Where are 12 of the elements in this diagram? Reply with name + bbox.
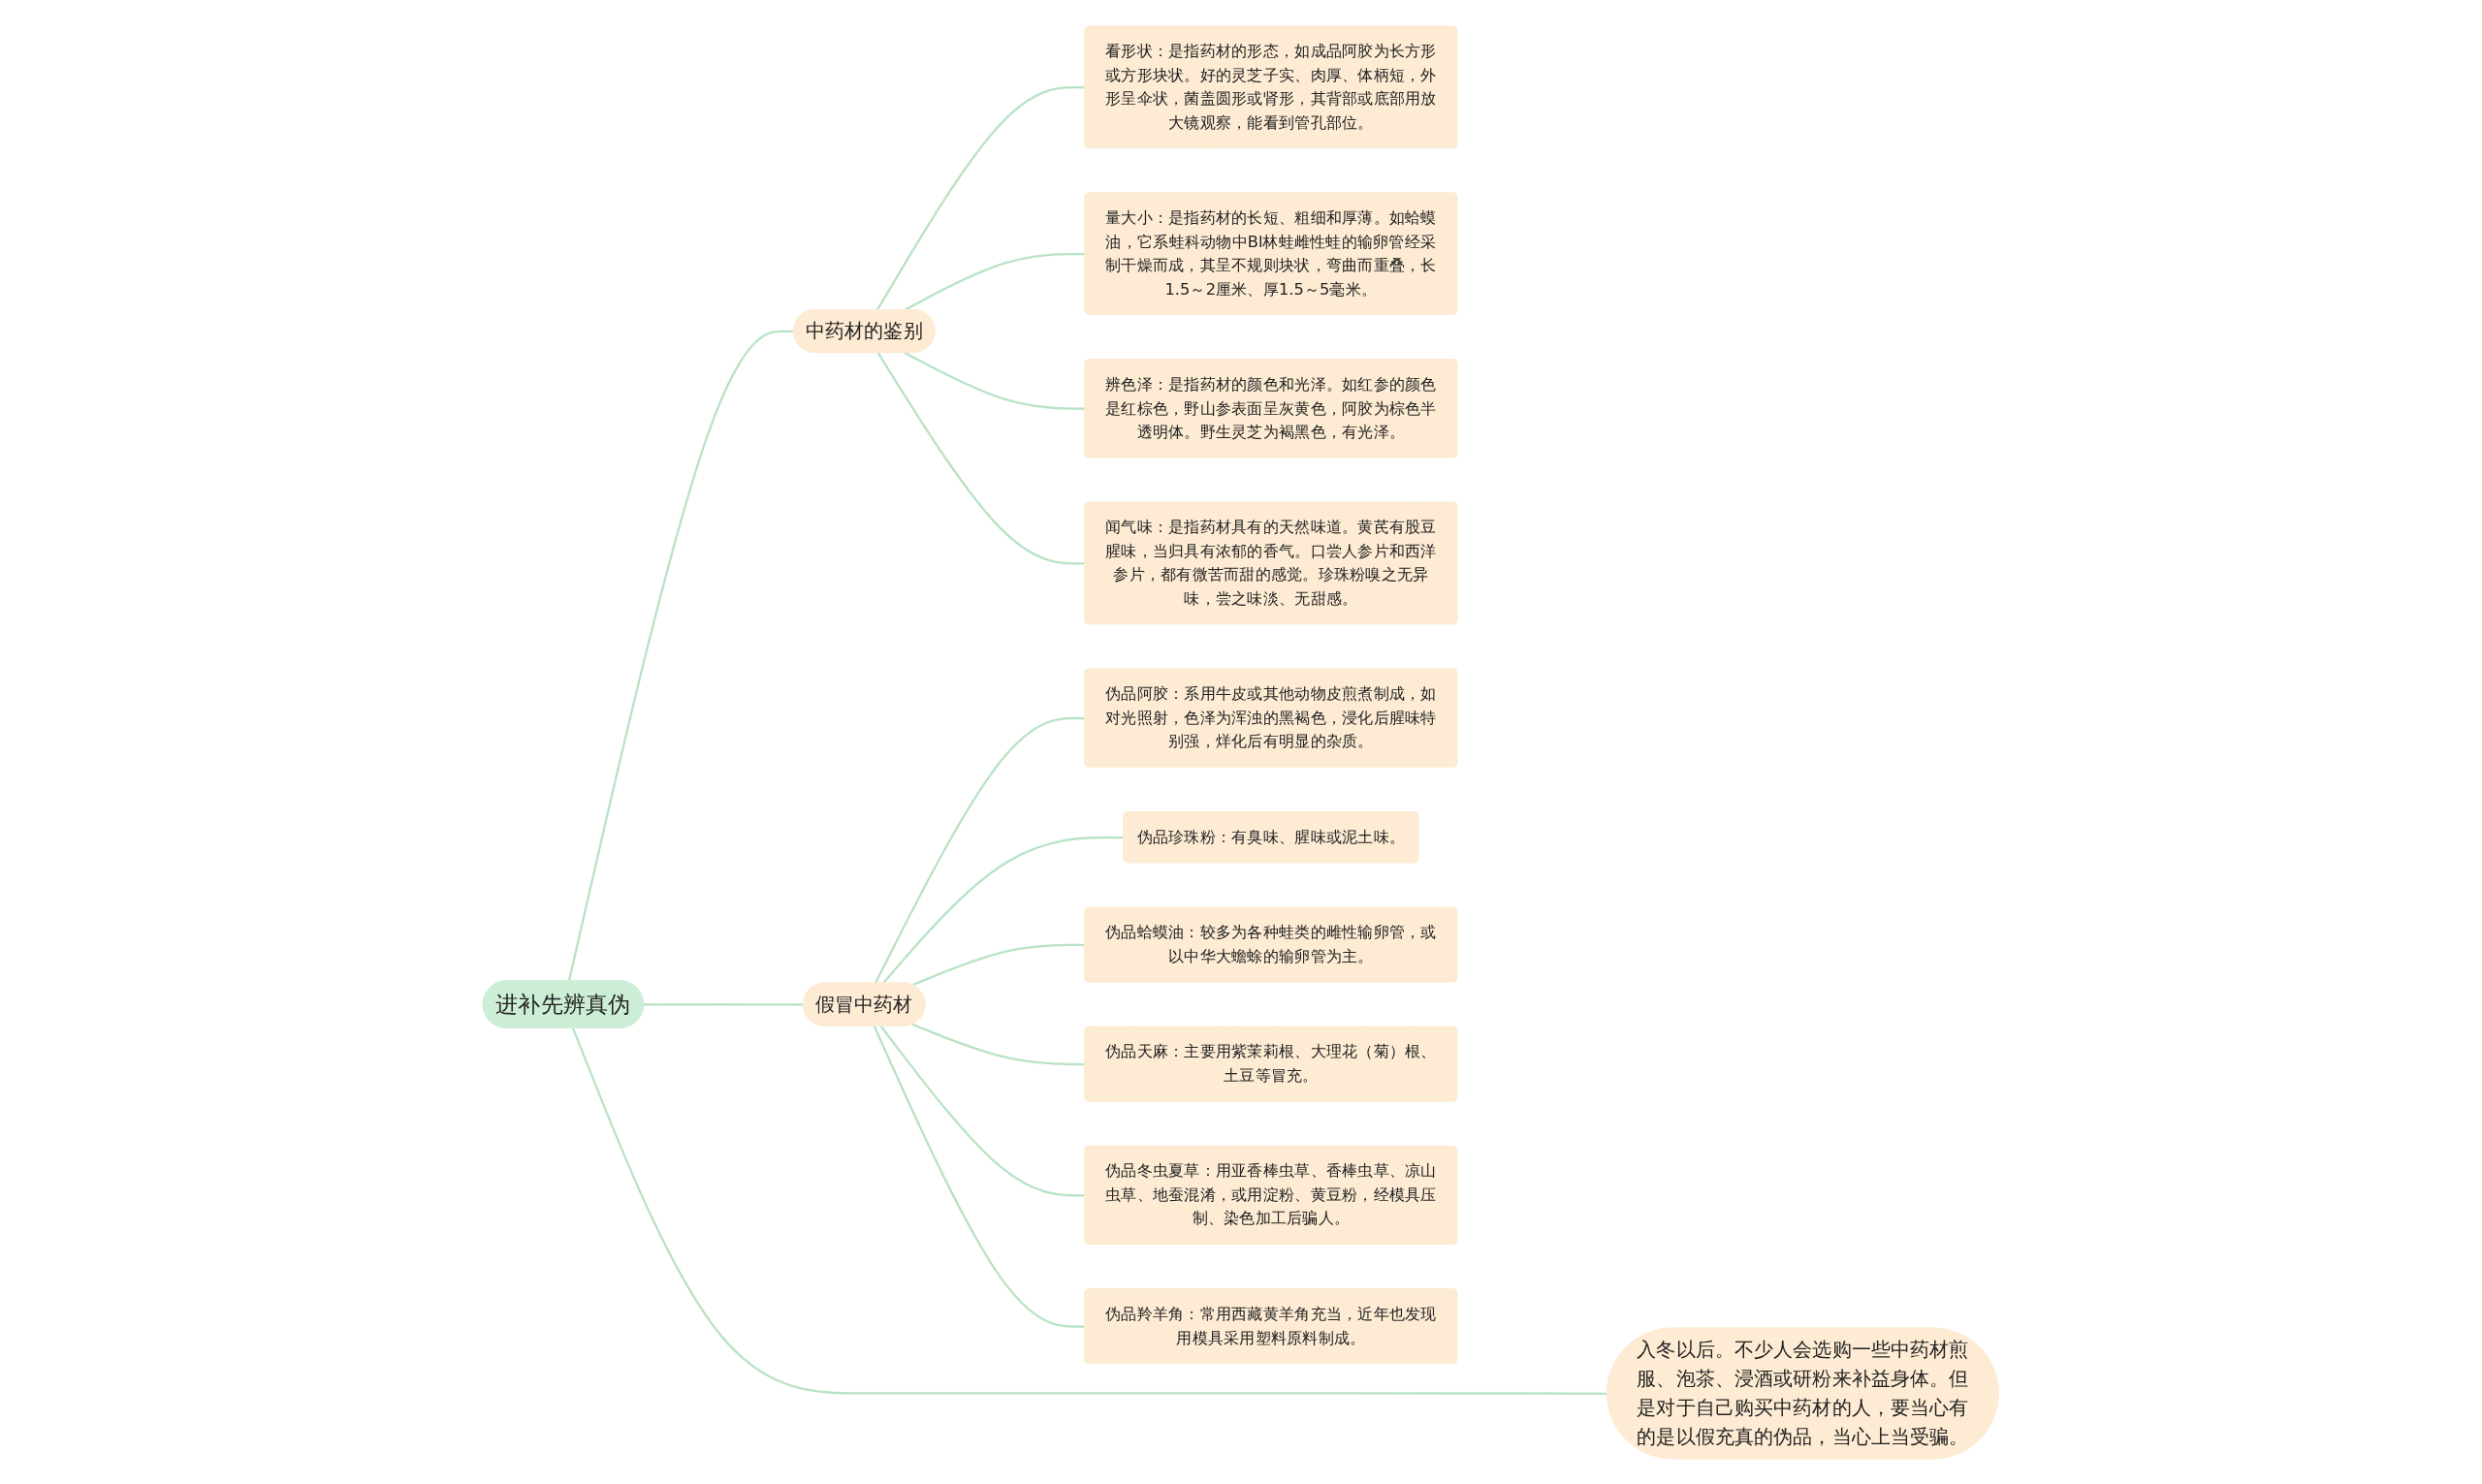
connector: [876, 85, 1086, 310]
connector: [644, 1002, 805, 1006]
connector: [572, 1026, 1608, 1395]
connector: [873, 1025, 1086, 1328]
connector: [876, 351, 1086, 565]
connector: [882, 836, 1125, 984]
connector: [875, 716, 1086, 984]
connector: [568, 330, 795, 981]
connector: [911, 1023, 1086, 1065]
connector: [911, 943, 1086, 986]
connector: [904, 351, 1086, 410]
connector: [879, 1025, 1086, 1196]
